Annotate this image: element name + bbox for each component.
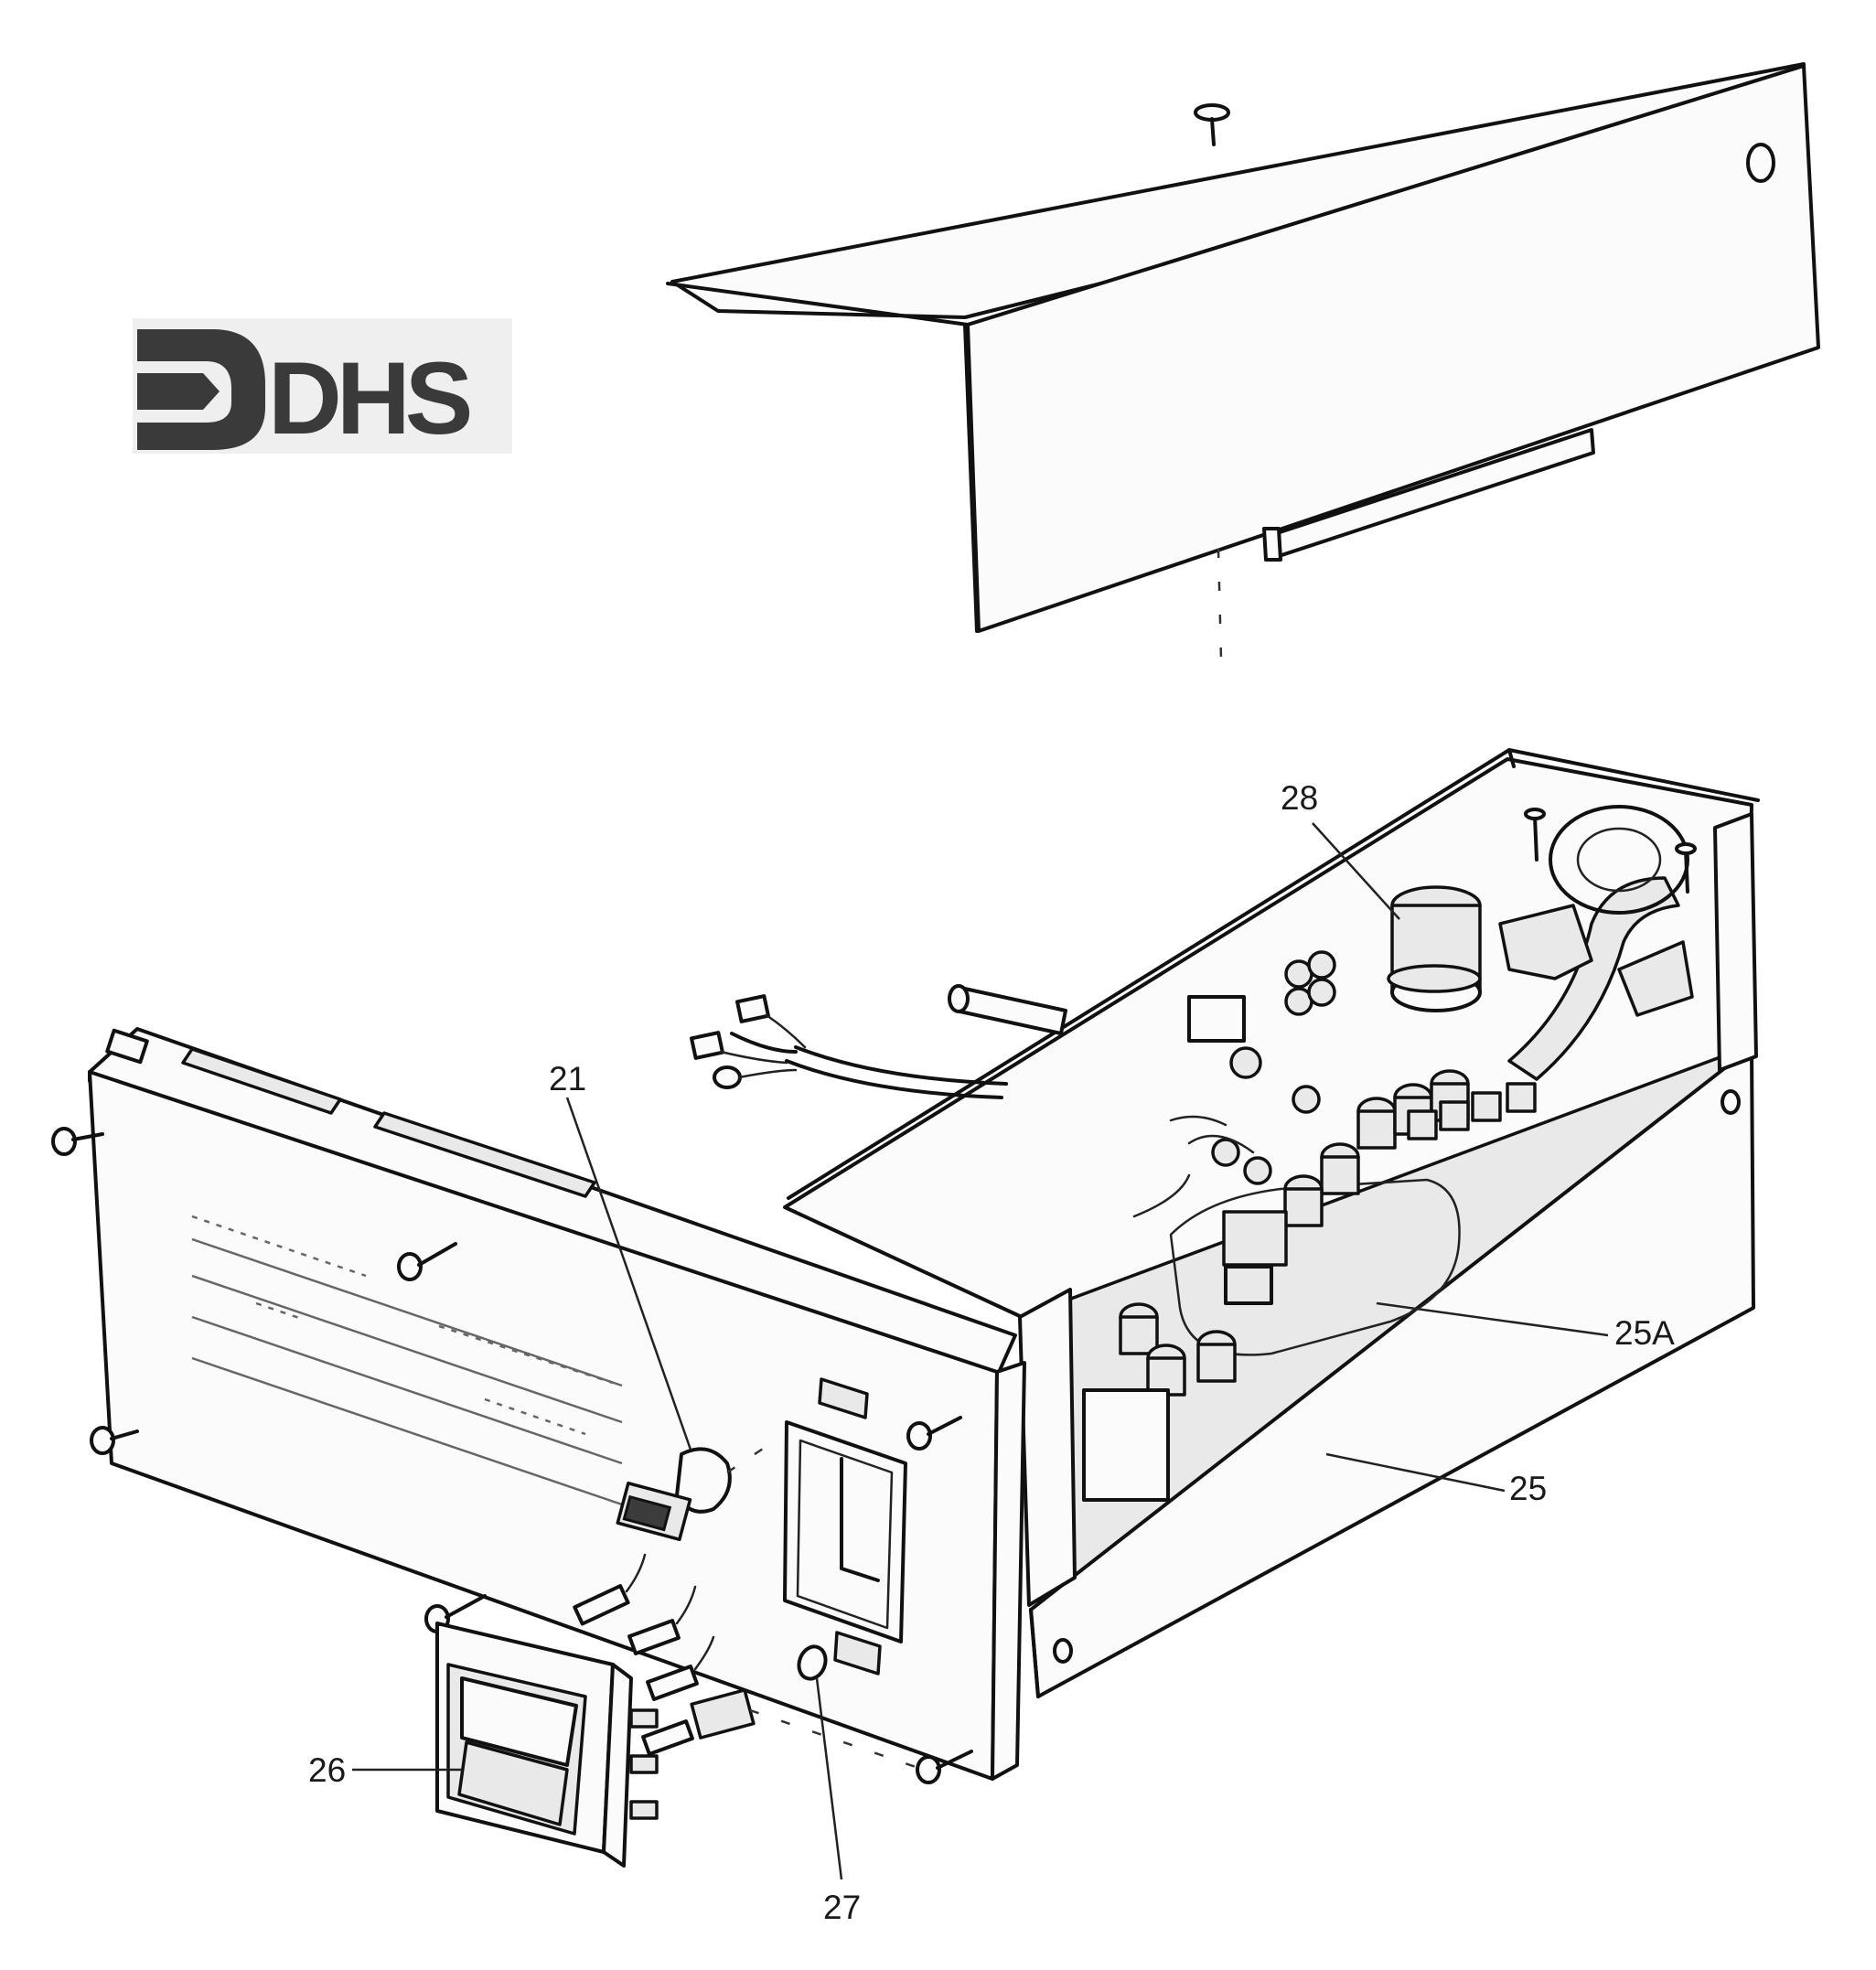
callout-25: 25	[1509, 1470, 1547, 1507]
fuse-holders	[1187, 950, 1336, 1185]
front-panel-right-edge	[991, 1361, 1026, 1781]
callout-25a: 25A	[1614, 1314, 1675, 1352]
wire-harness	[690, 994, 1008, 1099]
internal-wire-1	[1187, 1134, 1255, 1154]
chassis-body	[783, 748, 1760, 1698]
top-cover	[666, 62, 1820, 659]
grommet	[948, 984, 1067, 1035]
cylinder-part-28	[1387, 885, 1482, 1012]
internal-board	[1082, 805, 1697, 1502]
chassis-hole-left	[1053, 1638, 1073, 1664]
callout-27: 27	[823, 1889, 861, 1926]
callout-28: 28	[1281, 779, 1318, 817]
front-panel-printed-lines	[191, 1215, 623, 1506]
chassis-hole-right	[1721, 1089, 1741, 1115]
switch-slot-low	[833, 1631, 882, 1676]
indicator-part-21	[616, 1447, 732, 1542]
callout-leaders	[352, 822, 1609, 1880]
cable-bundle	[1507, 876, 1680, 1081]
bracket	[1498, 904, 1593, 980]
top-cover-screw	[1194, 103, 1230, 146]
terminal-strip	[1407, 1082, 1537, 1140]
top-cover-flange-2	[1262, 527, 1282, 562]
display-window	[783, 1420, 907, 1643]
indicator-part-27	[797, 1644, 828, 1681]
capacitor-row	[1119, 1069, 1470, 1397]
top-slot-1	[181, 1047, 342, 1115]
callout-26: 26	[308, 1751, 346, 1789]
switch-slot-high	[818, 1377, 869, 1419]
top-cover-hole	[1746, 143, 1775, 183]
logo-arrow-mark	[137, 329, 265, 450]
panel-screw	[51, 1127, 973, 1784]
relay-block	[1222, 1210, 1288, 1267]
transformer-box	[1082, 1388, 1170, 1502]
internal-wire-2	[1132, 1173, 1191, 1218]
chassis-left-end	[1018, 1288, 1077, 1607]
logo-text: DHS	[268, 341, 470, 455]
front-panel	[51, 1027, 1026, 1784]
switch-wire-connectors	[573, 1553, 756, 1756]
logo-arrow-head	[137, 373, 220, 410]
callout-21: 21	[549, 1060, 586, 1097]
chassis-right-end	[1713, 812, 1758, 1072]
top-slot-2	[373, 1111, 596, 1198]
top-cover-side-face	[966, 64, 1820, 633]
rocker-switch-part-26	[435, 1622, 659, 1868]
dhs-logo: DHS	[133, 318, 512, 455]
